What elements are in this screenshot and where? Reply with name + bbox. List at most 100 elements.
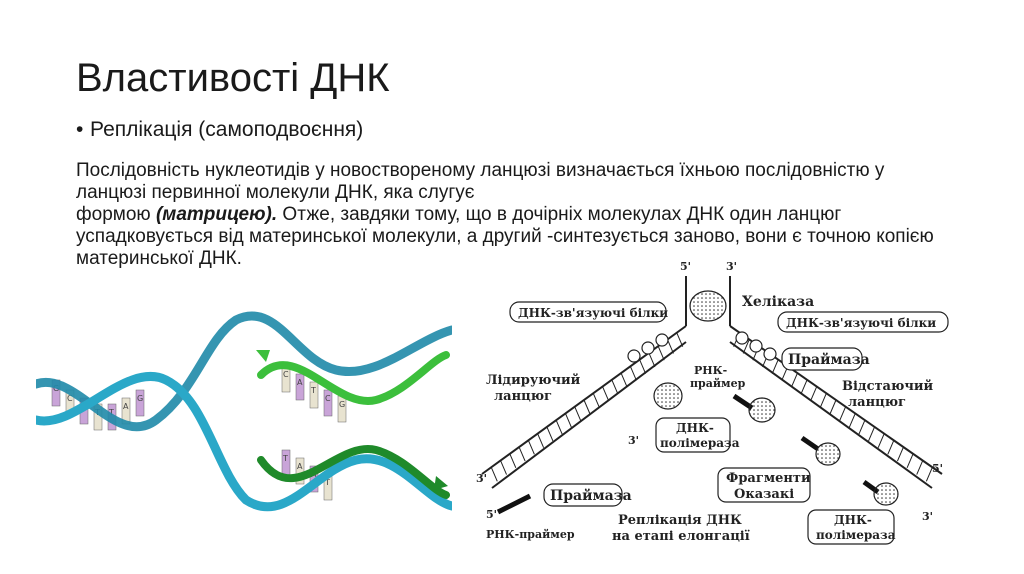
label-rna-primer-top-1: РНК-: [694, 364, 727, 377]
primase-bottom-callout: [543, 483, 623, 507]
strand-rung: [611, 379, 619, 395]
strand-rung: [564, 413, 572, 428]
lagging-polymerase-1: [815, 442, 841, 466]
caption-line-1: Реплікація ДНК: [618, 513, 742, 528]
pol-right-callout: [807, 509, 895, 545]
paragraph-part-start: формою: [76, 204, 156, 225]
parent-strand-back: [36, 311, 452, 432]
strand-rung: [518, 446, 526, 462]
okazaki-fragment-1: [800, 435, 820, 452]
strand-rung: [602, 386, 610, 401]
strand-rung: [583, 399, 591, 415]
label-ssb-left: ДНК-зв'язуючі білки: [518, 306, 668, 320]
replication-fork-diagram: 5' 3' Хеліказа ДНК-зв'язуючі білки ДНК-з…: [476, 260, 949, 545]
label-lagging-1: Відстаючий: [842, 379, 933, 394]
ssb-right-callout: [777, 311, 949, 333]
label-5prime-top: 5': [680, 260, 691, 273]
strand-rung: [829, 399, 837, 415]
base-letter: C: [283, 370, 289, 379]
base-letter: G: [339, 400, 345, 409]
label-5prime-right: 5': [932, 462, 943, 475]
strand-rung: [906, 453, 914, 469]
base-letter: T: [282, 454, 288, 463]
strand-rung: [925, 467, 933, 482]
bullet-item: • Реплікація (самоподвоєння): [76, 118, 363, 142]
body-paragraph: Послідовність нуклеотидів у новостворено…: [76, 160, 956, 270]
paragraph-emphasis: (матрицею).: [155, 204, 278, 225]
strand-rung: [896, 446, 904, 462]
primase-top-shape: [748, 397, 776, 423]
strand-rung: [500, 460, 508, 475]
strand-rung: [916, 460, 924, 475]
base-pair-rung: [295, 457, 305, 485]
ssb-left-callout: [509, 301, 667, 323]
rna-primer-top-mark: [732, 393, 754, 411]
leading-polymerase-shape: [653, 382, 683, 410]
base-letter: A: [123, 402, 129, 411]
ssb-proteins-left: [627, 333, 669, 363]
base-letter: C: [325, 394, 331, 403]
base-pair-rung: [309, 381, 319, 409]
ssb-proteins-right: [735, 331, 777, 361]
strand-rung: [509, 453, 517, 469]
base-letter: A: [297, 378, 303, 387]
label-leading-1: Лідируючий: [486, 373, 581, 388]
label-leading-2: ланцюг: [494, 389, 552, 404]
base-pair-rung: [323, 389, 333, 417]
strand-rung: [527, 440, 535, 455]
lagging-strand-inner: [729, 341, 933, 489]
slide-title: Властивості ДНК: [76, 56, 390, 100]
lagging-strand-ticks: [733, 332, 933, 482]
synthesis-arrow-upper: [256, 350, 270, 362]
strand-rung: [742, 339, 750, 354]
helicase-shape: [689, 290, 727, 322]
paragraph-part-rest: Отже, завдяки тому, що в дочірніх молеку…: [76, 204, 934, 269]
leading-strand-inner: [491, 341, 687, 489]
base-pair-rung: [135, 389, 145, 417]
base-letter: T: [324, 478, 330, 487]
strand-rung: [648, 352, 656, 368]
lagging-polymerase-2: [873, 482, 899, 506]
strand-rung: [858, 419, 866, 435]
label-3prime-top: 3': [726, 260, 737, 273]
paragraph-line1: Послідовність нуклеотидів у новостворено…: [76, 160, 885, 203]
label-rna-primer-bottom: РНК-праймер: [486, 528, 575, 541]
label-3prime-right: 3': [922, 510, 933, 523]
label-3prime-left: 3': [476, 472, 487, 485]
strand-rung: [800, 379, 808, 395]
bullet-text: Реплікація (самоподвоєння): [90, 118, 364, 141]
base-letter: T: [108, 408, 114, 417]
strand-rung: [629, 366, 637, 381]
strand-rung: [810, 386, 818, 401]
strand-rung: [555, 419, 563, 435]
okazaki-callout: [717, 467, 811, 503]
parent-strand-front: [36, 371, 452, 512]
leading-strand-ticks: [490, 332, 684, 482]
strand-rung: [790, 372, 798, 388]
strand-rung: [639, 359, 647, 374]
strand-rung: [868, 426, 876, 442]
strand-rung: [676, 332, 684, 347]
strand-rung: [537, 433, 545, 448]
label-pol-left-2: полімераза: [660, 436, 740, 450]
label-pol-left-1: ДНК-: [676, 421, 714, 435]
strand-rung: [666, 339, 674, 354]
rna-primer-bottom-mark: [496, 493, 532, 515]
caption-line-2: на етапі елонгації: [612, 529, 750, 544]
base-letter: A: [297, 462, 303, 471]
label-pol-right-2: полімераза: [816, 528, 896, 542]
strand-rung: [771, 359, 779, 374]
base-letter: G: [137, 394, 143, 403]
bullet-dot: •: [76, 118, 84, 141]
synthesis-arrow-lower: [434, 476, 448, 490]
label-okazaki-1: Фрагменти: [726, 471, 811, 486]
base-pair-rung: [295, 373, 305, 401]
strand-rung: [887, 440, 895, 455]
label-ssb-right: ДНК-зв'язуючі білки: [786, 316, 936, 330]
pol-left-callout: [655, 417, 731, 453]
strand-rung: [574, 406, 582, 421]
label-3prime-mid: 3': [628, 434, 639, 447]
label-helicase: Хеліказа: [742, 294, 814, 310]
strand-rung: [620, 372, 628, 388]
